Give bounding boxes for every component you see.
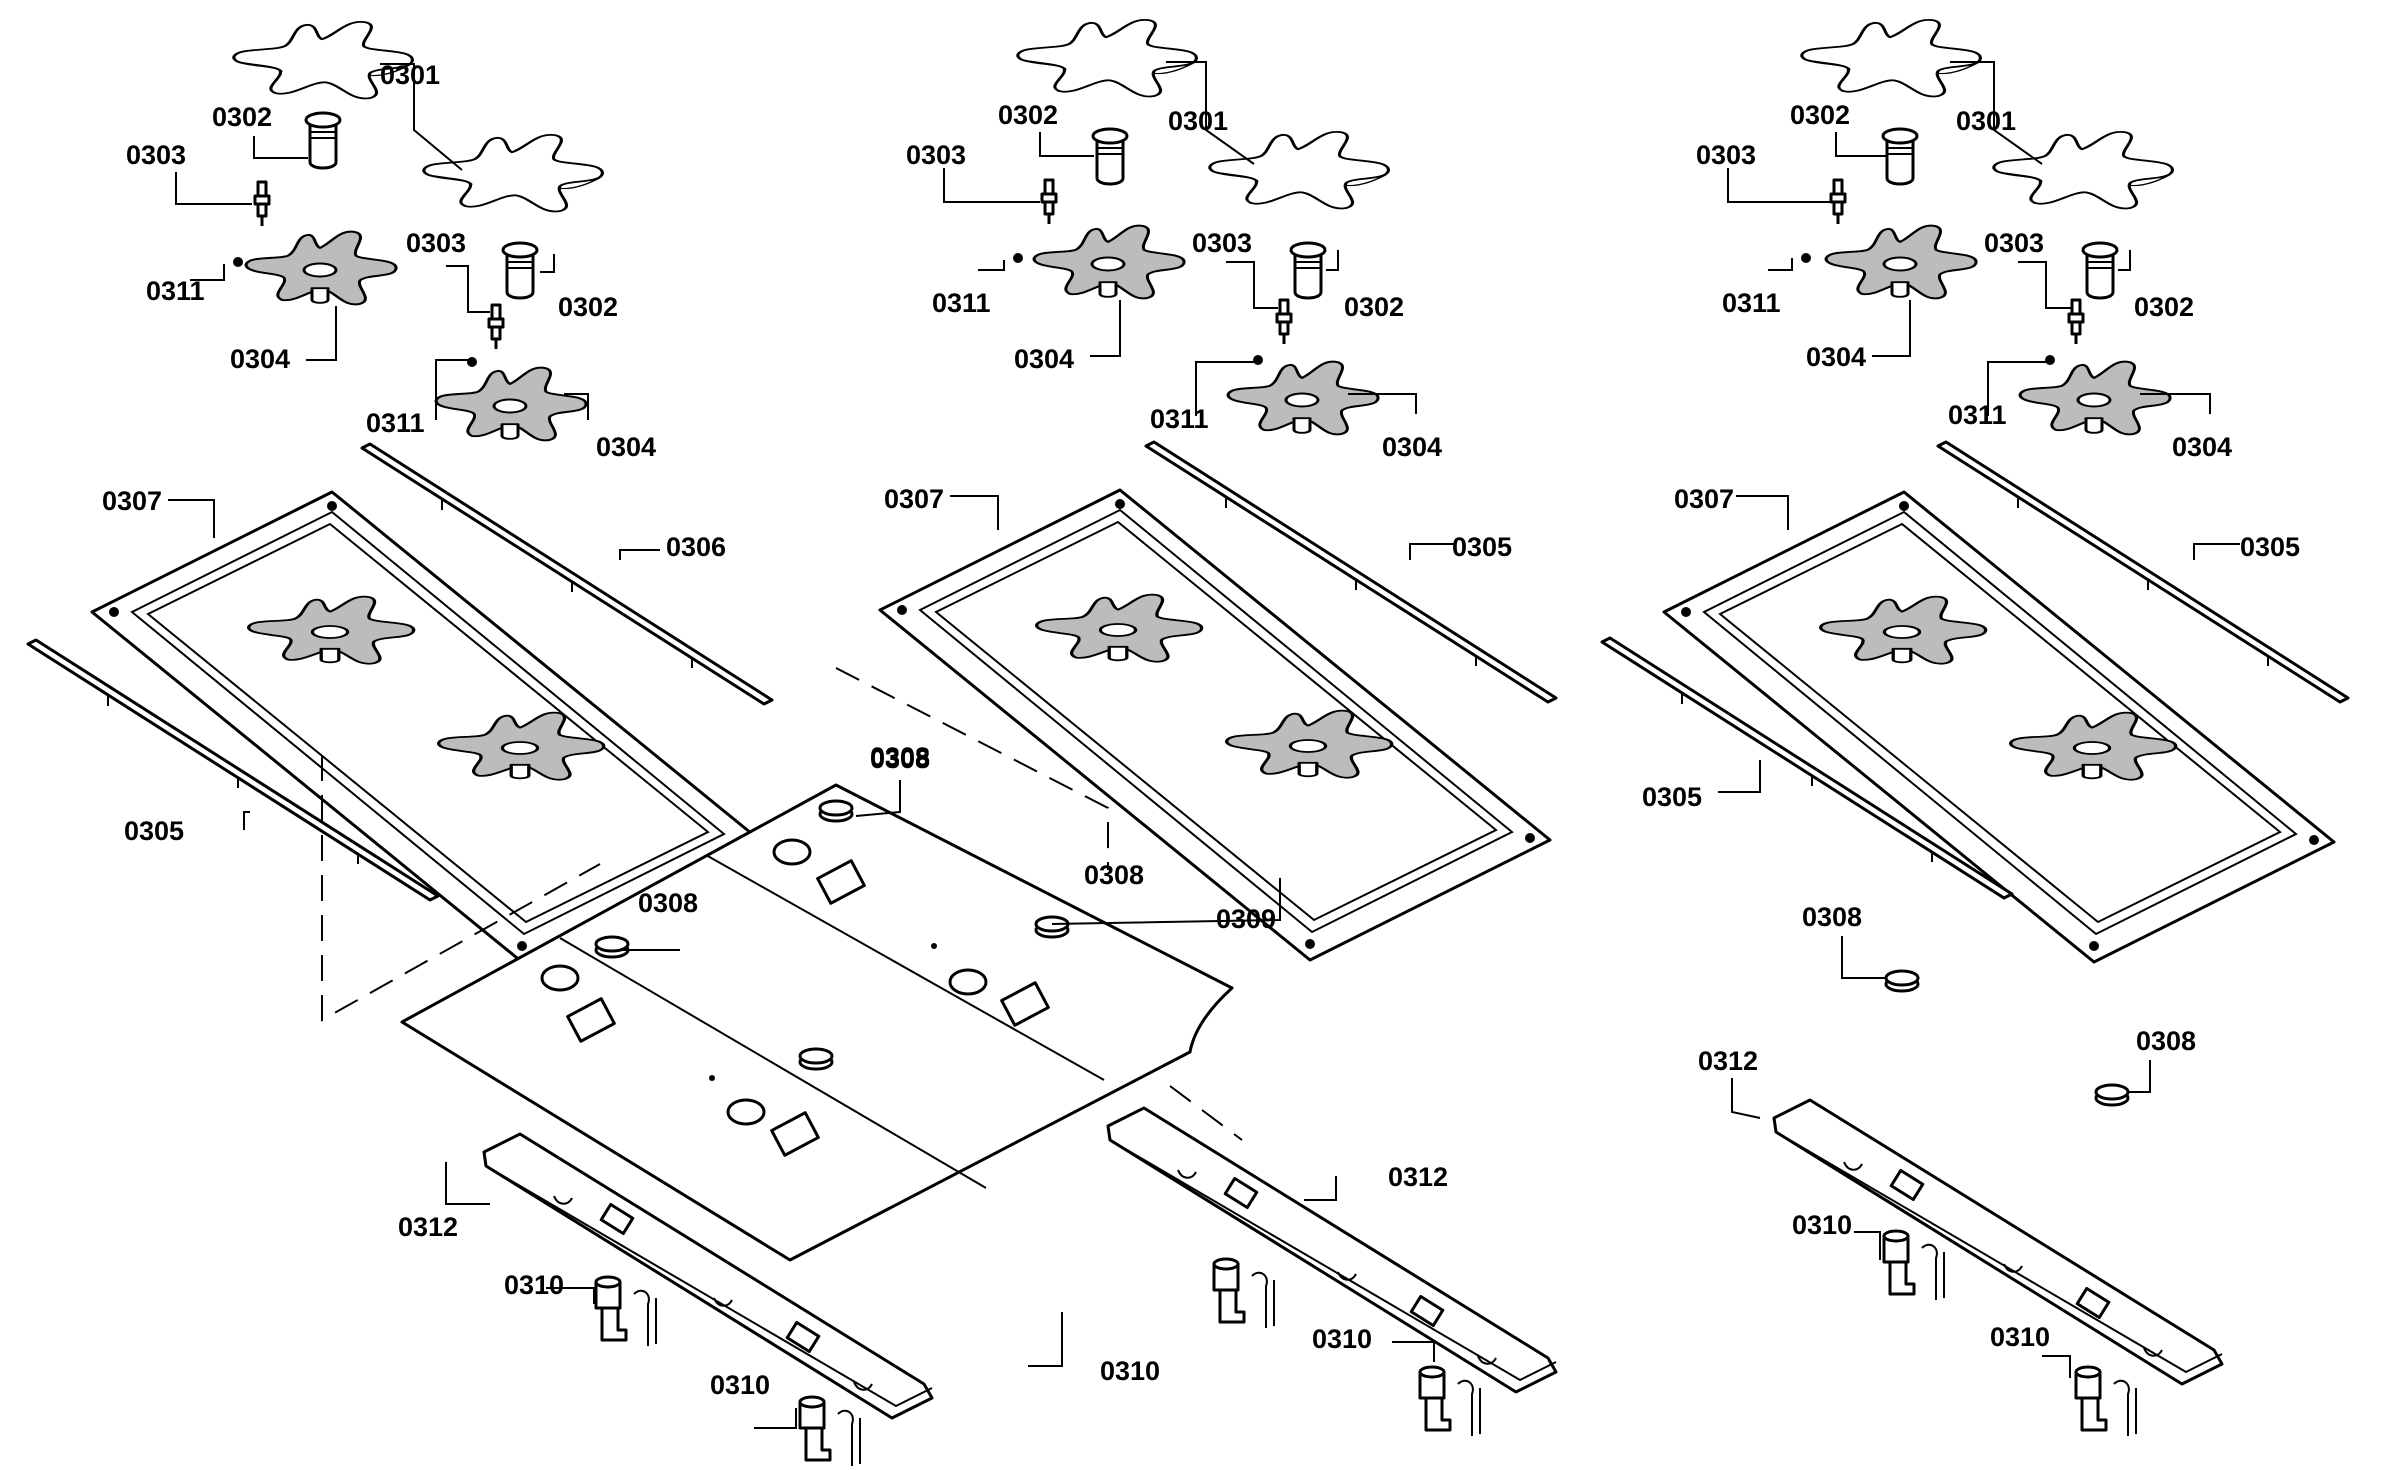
burner-cup-0302 bbox=[304, 111, 342, 170]
part-label: 0304 bbox=[230, 344, 290, 374]
part-label: 0305 bbox=[124, 816, 184, 846]
part-label: 0304 bbox=[2172, 432, 2232, 462]
part-label: 0309 bbox=[1216, 904, 1276, 934]
part-label: 0303 bbox=[1696, 140, 1756, 170]
part-label: 0308 bbox=[1084, 860, 1144, 890]
part-label: 0301 bbox=[1168, 106, 1228, 136]
part-label: 0304 bbox=[1382, 432, 1442, 462]
part-label: 0306 bbox=[666, 532, 726, 562]
part-label: 0312 bbox=[1698, 1046, 1758, 1076]
bushing-0308-d bbox=[798, 1047, 834, 1071]
part-label: 0312 bbox=[398, 1212, 458, 1242]
part-label: 0311 bbox=[1150, 404, 1209, 434]
bushing-0308-a bbox=[594, 935, 630, 959]
electrode-0303 bbox=[253, 180, 271, 228]
part-label: 0311 bbox=[1722, 288, 1781, 318]
part-label: 0310 bbox=[1990, 1322, 2050, 1352]
part-labels: 0301 0302 0303 0311 0304 0303 0302 0311 … bbox=[102, 60, 2300, 1400]
part-label: 0305 bbox=[1452, 532, 1512, 562]
part-label: 0302 bbox=[558, 292, 618, 322]
burner-head-0304-b bbox=[434, 366, 588, 442]
part-label: 0311 bbox=[932, 288, 991, 318]
part-label: 0301 bbox=[1956, 106, 2016, 136]
leader-lines bbox=[168, 61, 2240, 1429]
part-label: 0304 bbox=[1806, 342, 1866, 372]
electrode-0303-b bbox=[487, 303, 505, 351]
part-label: 0311 bbox=[366, 408, 425, 438]
screw-0311 bbox=[233, 257, 243, 267]
part-label: 0308 bbox=[1802, 902, 1862, 932]
part-label: 0308 bbox=[870, 742, 930, 772]
right-burner-group bbox=[1600, 18, 2350, 1438]
bushing-0308-b bbox=[818, 799, 854, 823]
left-burner-group bbox=[26, 20, 1234, 1468]
cover-plate-0309 bbox=[400, 783, 1234, 1262]
part-label: 0310 bbox=[1792, 1210, 1852, 1240]
screw-0311-b bbox=[467, 357, 477, 367]
part-label: 0302 bbox=[1344, 292, 1404, 322]
part-label: 0305 bbox=[2240, 532, 2300, 562]
part-label: 0308 bbox=[638, 888, 698, 918]
part-label: 0308 bbox=[2136, 1026, 2196, 1056]
part-label: 0303 bbox=[1984, 228, 2044, 258]
part-label: 0307 bbox=[102, 486, 162, 516]
part-label: 0310 bbox=[1312, 1324, 1372, 1354]
part-label: 0311 bbox=[146, 276, 205, 306]
part-label: 0302 bbox=[998, 100, 1058, 130]
bushing-0308-c bbox=[1034, 915, 1070, 939]
part-label: 0310 bbox=[1100, 1356, 1160, 1386]
part-label: 0310 bbox=[504, 1270, 564, 1300]
part-label: 0303 bbox=[906, 140, 966, 170]
part-label: 0312 bbox=[1388, 1162, 1448, 1192]
valve-0310 bbox=[594, 1275, 658, 1348]
part-label: 0302 bbox=[2134, 292, 2194, 322]
part-label: 0304 bbox=[1014, 344, 1074, 374]
part-label: 0304 bbox=[596, 432, 656, 462]
part-label: 0308 bbox=[870, 744, 930, 774]
part-label: 0301 bbox=[380, 60, 440, 90]
burner-cup-0302-b bbox=[501, 241, 539, 300]
part-label: 0303 bbox=[126, 140, 186, 170]
part-label: 0310 bbox=[710, 1370, 770, 1400]
part-label: 0302 bbox=[1790, 100, 1850, 130]
part-label: 0303 bbox=[406, 228, 466, 258]
part-label: 0302 bbox=[212, 102, 272, 132]
middle-burner-group bbox=[878, 18, 1558, 1438]
burner-cap-0301-b bbox=[422, 133, 604, 214]
valve-0310-b bbox=[798, 1395, 862, 1468]
part-label: 0307 bbox=[884, 484, 944, 514]
burner-head-0304 bbox=[244, 230, 398, 306]
part-label: 0311 bbox=[1948, 400, 2007, 430]
part-label: 0303 bbox=[1192, 228, 1252, 258]
part-label: 0305 bbox=[1642, 782, 1702, 812]
part-label: 0307 bbox=[1674, 484, 1734, 514]
